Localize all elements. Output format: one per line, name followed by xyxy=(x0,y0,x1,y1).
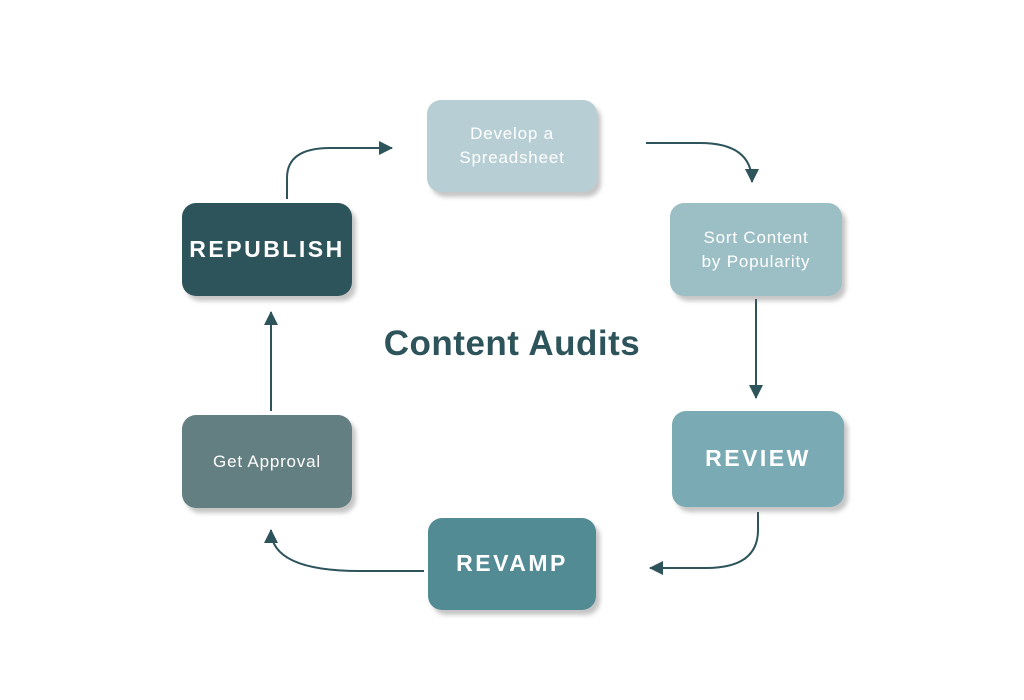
node-revamp-label: REVAMP xyxy=(456,550,568,577)
arrow-republish-to-develop xyxy=(286,141,393,199)
node-develop-spreadsheet-label: Develop a Spreadsheet xyxy=(459,124,565,167)
node-revamp: REVAMP xyxy=(428,518,596,610)
arrow-review-to-revamp xyxy=(649,512,759,575)
arrow-develop-to-sort xyxy=(646,142,759,183)
node-develop-spreadsheet: Develop a Spreadsheet xyxy=(427,100,597,192)
node-republish: REPUBLISH xyxy=(182,203,352,296)
arrow-revamp-to-approval xyxy=(264,529,424,572)
diagram-title: Content Audits xyxy=(383,324,641,363)
node-republish-label: REPUBLISH xyxy=(189,235,345,262)
node-review-label: REVIEW xyxy=(705,445,811,472)
node-get-approval: Get Approval xyxy=(182,415,352,508)
node-get-approval-label: Get Approval xyxy=(213,451,321,471)
node-sort-content-label: Sort Content by Popularity xyxy=(701,227,811,271)
node-sort-content: Sort Content by Popularity xyxy=(670,203,842,296)
node-review: REVIEW xyxy=(672,411,844,507)
